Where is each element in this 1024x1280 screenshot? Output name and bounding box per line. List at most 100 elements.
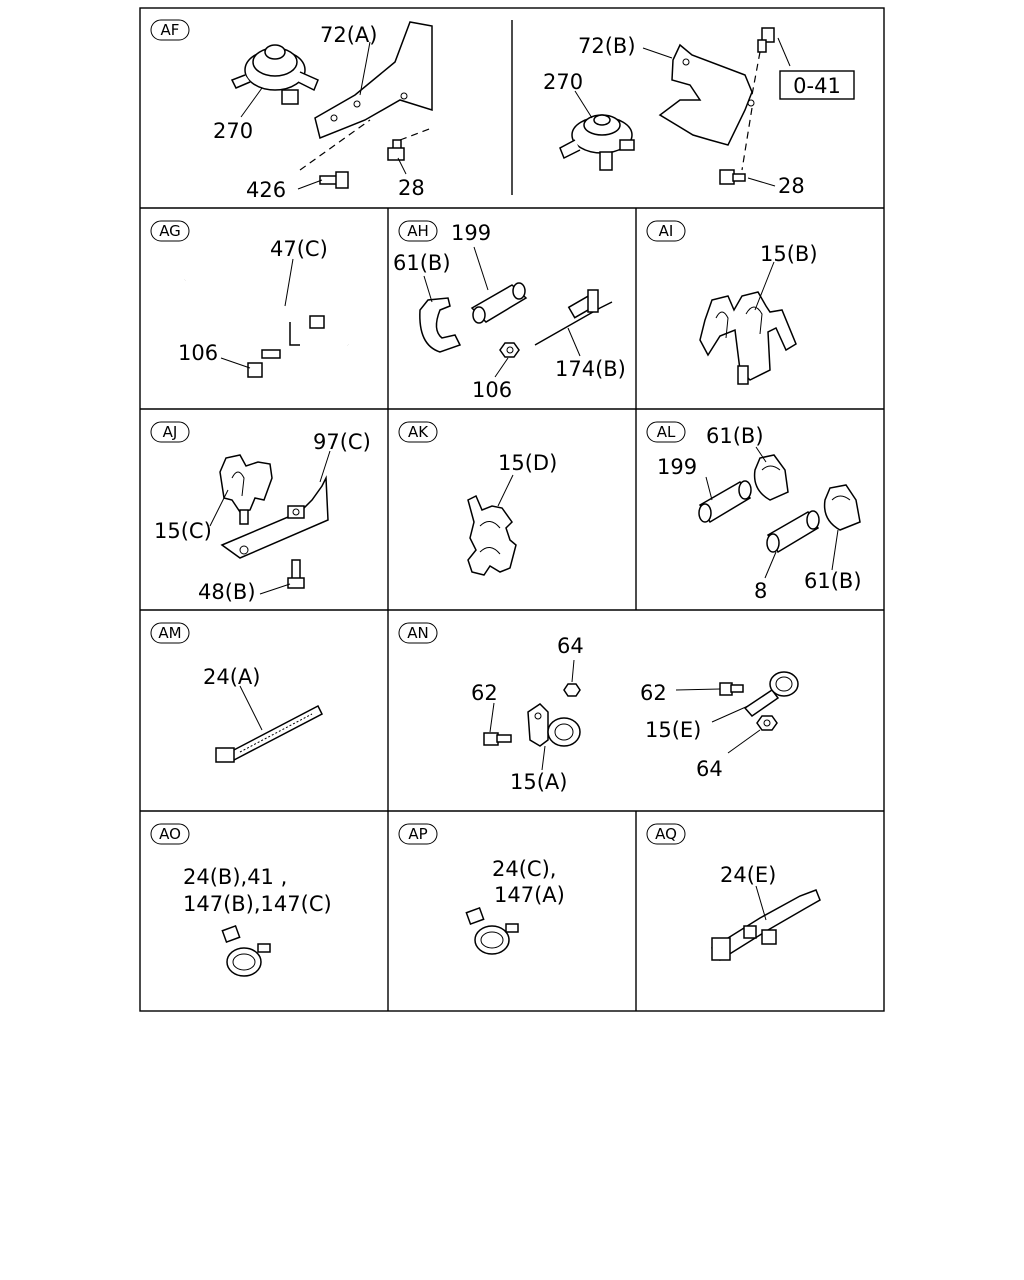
bracket-97C — [220, 475, 329, 559]
panel-tag: AL — [657, 423, 676, 441]
callout-28-right: 28 — [778, 174, 805, 198]
callout-64-right: 64 — [696, 757, 723, 781]
callout-426: 426 — [246, 178, 286, 202]
panel-an: AN 64 — [398, 622, 799, 794]
panel-tag: AG — [159, 222, 181, 240]
panel-tag-frame — [150, 19, 190, 41]
panel-tag: AO — [159, 825, 181, 843]
panel-tag: AJ — [163, 423, 178, 441]
panel-aj: AJ 97(C) 15(C) 48(B) — [150, 421, 371, 604]
panel-aq: AQ 24(E) — [646, 823, 821, 962]
reference-box — [779, 70, 855, 100]
panel-af: AF 72(A) 270 426 — [150, 19, 855, 202]
reference-box-label: 0-41 — [793, 74, 841, 98]
panel-tag-frame — [398, 421, 438, 443]
callout-15C: 15(C) — [154, 519, 212, 543]
clip-61B-ah — [419, 297, 462, 353]
callout-97C: 97(C) — [313, 430, 371, 454]
fuel-pressure-regulator-right — [559, 114, 635, 171]
callout-270-left: 270 — [213, 119, 253, 143]
callout-15B: 15(B) — [760, 242, 818, 266]
panel-tag: AI — [659, 222, 674, 240]
bolt-48B — [287, 559, 305, 589]
hose-clamp-ao — [221, 925, 271, 977]
bolt-62-left — [483, 732, 512, 746]
callout-174B: 174(B) — [555, 357, 626, 381]
panel-tag: AP — [408, 825, 427, 843]
callout-48B: 48(B) — [198, 580, 256, 604]
panel-tag-frame — [398, 622, 438, 644]
callout-28-left: 28 — [398, 176, 425, 200]
panel-ao: AO 24(B),41 , 147(B),147(C) — [150, 823, 332, 977]
panel-ak: AK 15(D) — [398, 421, 557, 576]
stud-174B — [534, 289, 613, 346]
panel-tag: AH — [407, 222, 429, 240]
callout-62-left: 62 — [471, 681, 498, 705]
bolt-28-left — [387, 139, 405, 161]
callout-61B-ah: 61(B) — [393, 251, 451, 275]
callout-24A: 24(A) — [203, 665, 260, 689]
panel-ap: AP 24(C), 147(A) — [398, 823, 565, 955]
clamp-15A — [527, 703, 581, 747]
nut-64-right — [756, 715, 778, 731]
callout-8: 8 — [754, 579, 767, 603]
callout-15E: 15(E) — [645, 718, 701, 742]
callout-106-ah: 106 — [472, 378, 512, 402]
fuel-pipe — [173, 278, 349, 347]
panel-tag-frame — [646, 823, 686, 845]
panel-grid — [139, 7, 885, 1012]
hose-clamp-ap — [465, 907, 519, 955]
nut-64-left — [563, 683, 581, 697]
callout-199-ah: 199 — [451, 221, 491, 245]
panel-tag-frame — [150, 622, 190, 644]
callout-64-left: 64 — [557, 634, 584, 658]
callout-270-right: 270 — [543, 70, 583, 94]
callout-72B: 72(B) — [578, 34, 636, 58]
panel-tag-frame — [150, 421, 190, 443]
bracket-right — [658, 43, 755, 146]
callout-15A: 15(A) — [510, 770, 567, 794]
fuel-pressure-regulator-left — [230, 44, 319, 105]
callout-199-al: 199 — [657, 455, 697, 479]
panel-tag: AF — [161, 21, 180, 39]
nut-106-ah — [499, 342, 520, 358]
callout-24B-41: 24(B),41 , — [183, 865, 287, 889]
clip-15B — [699, 291, 797, 385]
cable-tie-24A — [215, 704, 324, 763]
bracket-left — [314, 21, 433, 140]
panel-tag: AM — [158, 624, 181, 642]
callout-61B-al-top: 61(B) — [706, 424, 764, 448]
clip-15C — [219, 454, 273, 525]
callout-72A: 72(A) — [320, 23, 377, 47]
callout-147A: 147(A) — [494, 883, 565, 907]
callout-147B-147C: 147(B),147(C) — [183, 892, 332, 916]
panel-tag-frame — [150, 220, 190, 242]
panel-ai: AI 15(B) — [646, 220, 818, 385]
panel-ag: AG 47(C) 106 — [150, 220, 349, 378]
bolt-426 — [319, 171, 349, 189]
callout-47C: 47(C) — [270, 237, 328, 261]
hose-8 — [766, 510, 820, 554]
hose-199-ah — [470, 282, 528, 324]
panel-tag-frame — [150, 823, 190, 845]
clip-61B-al-bottom — [823, 484, 861, 531]
bolt-28-right — [719, 169, 746, 185]
panel-am: AM 24(A) — [150, 622, 324, 763]
hose-199-al — [698, 480, 752, 524]
bolt-106-ag — [247, 349, 281, 378]
clip-24E — [710, 889, 821, 962]
callout-106-ag: 106 — [178, 341, 218, 365]
callout-61B-al-bottom: 61(B) — [804, 569, 862, 593]
panel-tag: AQ — [655, 825, 677, 843]
panel-tag-frame — [646, 421, 686, 443]
bolt-right-top — [757, 27, 775, 53]
panel-tag-frame — [398, 823, 438, 845]
panel-tag: AK — [408, 423, 429, 441]
panel-al: AL 61(B) 199 8 61(B) — [646, 421, 862, 603]
callout-24E: 24(E) — [720, 863, 776, 887]
panel-tag-frame — [398, 220, 438, 242]
panel-ah: AH 199 61(B) 106 174(B) — [393, 220, 626, 402]
clamp-15E — [743, 671, 799, 717]
panel-tag-frame — [646, 220, 686, 242]
